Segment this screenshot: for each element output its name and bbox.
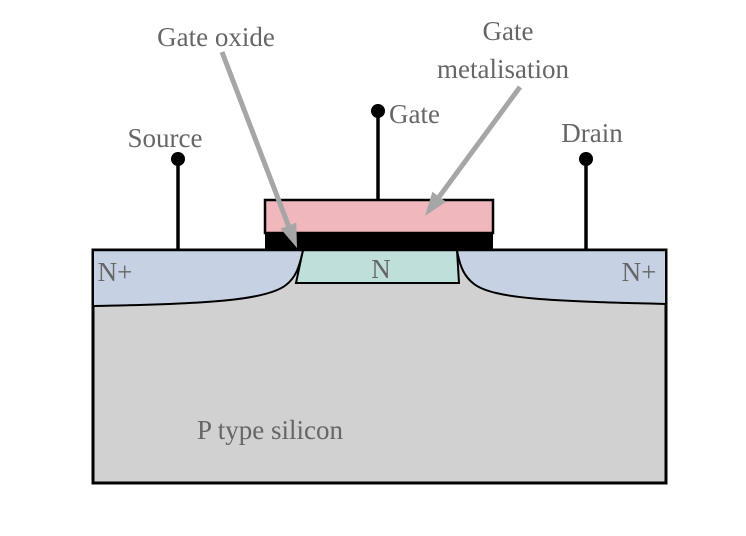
gate-oxide-arrowhead [280, 222, 297, 248]
gate-metalisation-arrow [437, 85, 523, 199]
gate-metalisation-arrowhead [425, 191, 447, 216]
label-n-plus-source: N+ [98, 257, 133, 287]
gate-metalisation-layer [263, 198, 495, 235]
n-plus-drain-region [455, 249, 667, 306]
label-gate-metalisation-line2: metalisation [437, 54, 569, 84]
label-n-channel: N [371, 254, 391, 284]
label-n-plus-drain: N+ [622, 257, 657, 287]
gate-oxide-arrow [219, 51, 291, 227]
n-plus-source-region [92, 249, 305, 308]
label-source: Source [128, 123, 203, 153]
drain-terminal-dot [579, 152, 593, 166]
gate-terminal-dot [371, 104, 385, 118]
source-terminal-dot [171, 152, 185, 166]
label-gate-oxide: Gate oxide [157, 22, 275, 52]
gate-oxide-layer [265, 233, 493, 250]
label-gate: Gate [389, 99, 440, 129]
label-gate-metalisation-line1: Gate [483, 16, 534, 46]
label-p-substrate: P type silicon [197, 415, 343, 445]
label-drain: Drain [561, 118, 623, 148]
